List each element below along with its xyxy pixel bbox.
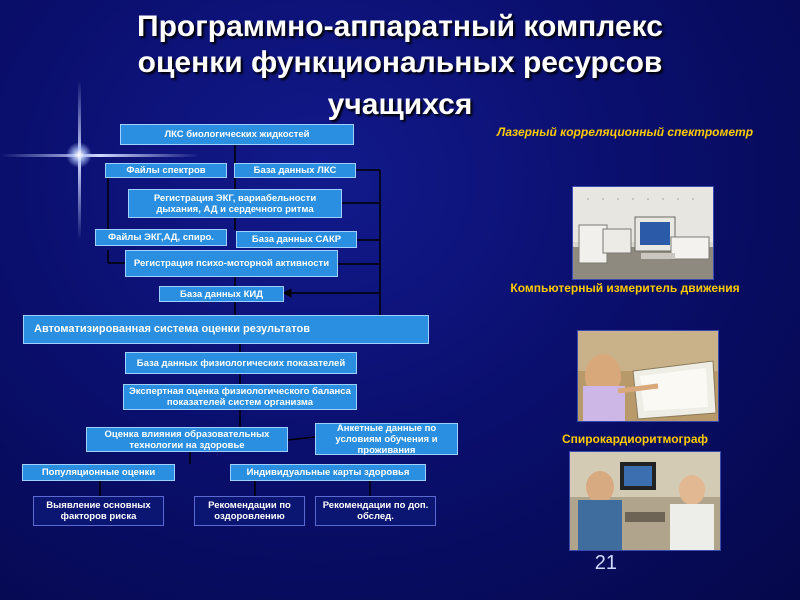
slide-title-line-2: оценки функциональных ресурсов (137, 46, 663, 79)
label-spirocardiorhythmograph: Спирокардиоритмограф (561, 432, 709, 446)
box-lks-bio: ЛКС биологических жидкостей (120, 124, 354, 145)
photo-motion-meter (577, 330, 719, 422)
slide-number: 21 (594, 552, 617, 574)
box-rec-health: Рекомендации по оздоровлению (194, 496, 305, 526)
box-lks-db: База данных ЛКС (234, 163, 356, 178)
slide-title-line-1: Программно-аппаратный комплекс (137, 10, 663, 43)
photo-spirocardiorhythmograph (569, 451, 721, 551)
lens-flare-horizontal (0, 154, 200, 157)
box-auto-system: Автоматизированная система оценки резуль… (23, 315, 429, 344)
box-rec-exam: Рекомендации по доп. обслед. (315, 496, 436, 526)
box-population: Популяционные оценки (22, 464, 175, 481)
box-sakr-db: База данных САКР (236, 231, 357, 248)
box-ecg-registration: Регистрация ЭКГ, вариабельности дыхания,… (128, 189, 342, 218)
label-motion-meter: Компьютерный измеритель движения (510, 281, 740, 295)
box-edu-impact: Оценка влияния образовательных технологи… (86, 427, 288, 452)
box-risk-factors: Выявление основных факторов риска (33, 496, 164, 526)
photo-laser-spectrometer (572, 186, 714, 280)
box-psycho-registration: Регистрация психо-моторной активности (125, 250, 338, 277)
box-individual-cards: Индивидуальные карты здоровья (230, 464, 426, 481)
box-phys-db: База данных физиологических показателей (125, 352, 357, 374)
box-ecg-files: Файлы ЭКГ,АД, спиро. (95, 229, 227, 246)
label-laser-spectrometer: Лазерный корреляционный спектрометр (496, 125, 754, 139)
lens-flare-center (66, 142, 92, 168)
box-expert-assessment: Экспертная оценка физиологического балан… (123, 384, 357, 410)
box-survey-data: Анкетные данные по условиям обучения и п… (315, 423, 458, 456)
slide-title-line-3: учащихся (327, 88, 473, 121)
box-kid-db: База данных КИД (159, 286, 284, 302)
box-spectra-files: Файлы спектров (105, 163, 227, 178)
